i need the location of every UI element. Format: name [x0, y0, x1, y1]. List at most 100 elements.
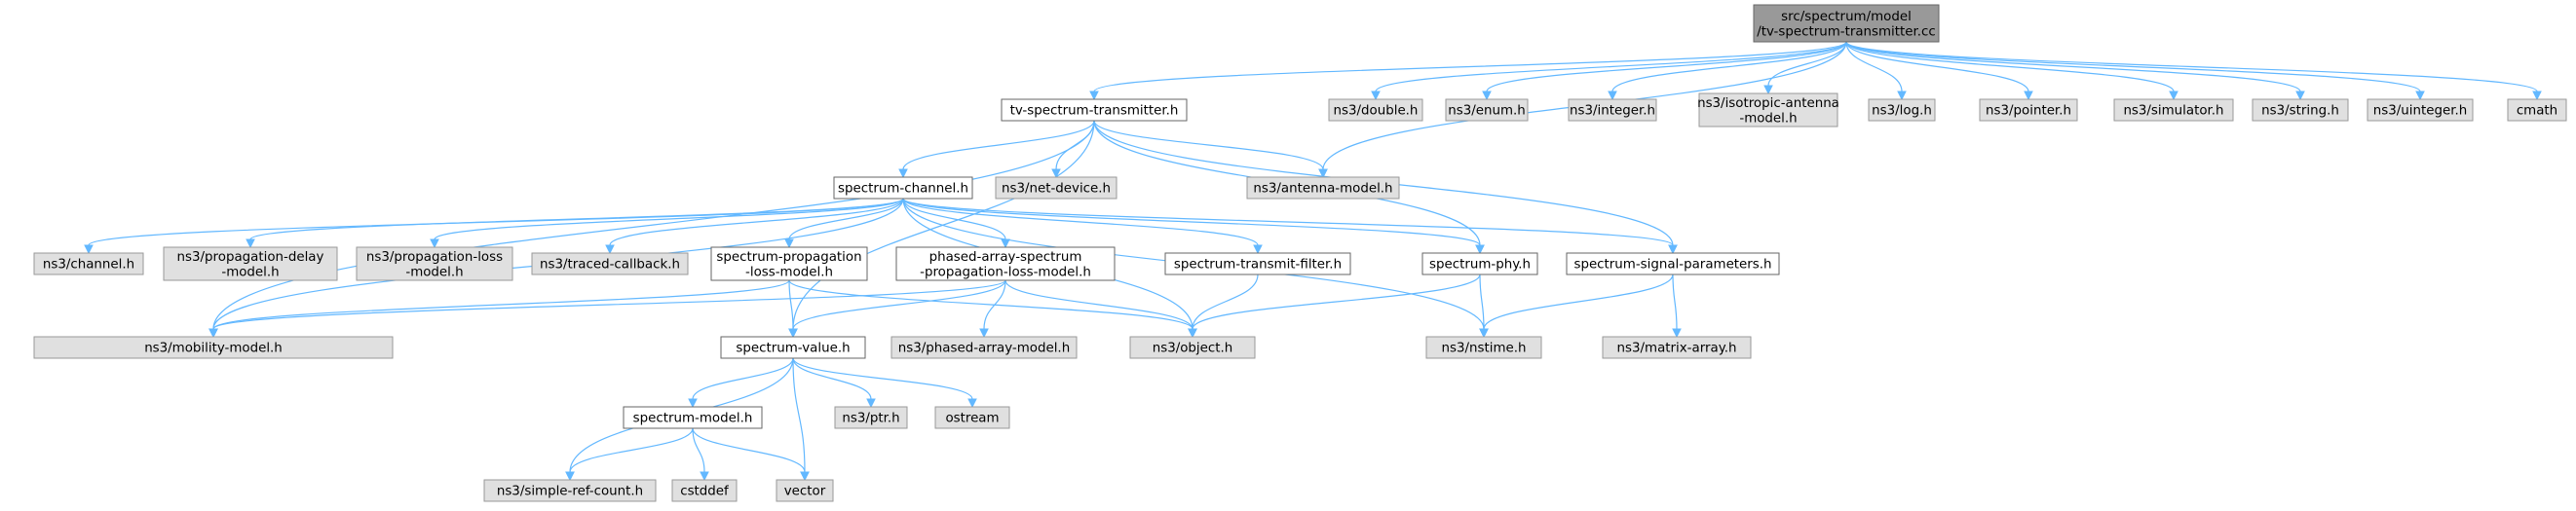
node-string[interactable]: ns3/string.h [2252, 98, 2349, 122]
include-edge-root-uinteger [1845, 41, 2425, 101]
node-sigparams[interactable]: spectrum-signal-parameters.h [1566, 252, 1780, 275]
node-tvh[interactable]: tv-spectrum-transmitter.h [1001, 98, 1188, 122]
node-mobility[interactable]: ns3/mobility-model.h [33, 336, 394, 359]
node-label: /tv-spectrum-transmitter.cc [1757, 24, 1936, 39]
include-edge-value-ostream [792, 357, 977, 409]
node-label: ns3/propagation-delay [177, 250, 324, 265]
arrowhead-icon [866, 398, 876, 409]
node-simulator[interactable]: ns3/simulator.h [2113, 98, 2234, 122]
node-simpleref[interactable]: ns3/simple-ref-count.h [483, 479, 657, 502]
node-label: ns3/phased-array-model.h [898, 342, 1070, 356]
edge-line [212, 279, 790, 330]
node-antenna[interactable]: ns3/antenna-model.h [1246, 176, 1400, 200]
arrowhead-icon [979, 328, 989, 339]
node-enum[interactable]: ns3/enum.h [1445, 98, 1529, 122]
include-edge-tvh-antenna [1093, 120, 1328, 179]
arrowhead-icon [1763, 85, 1773, 95]
node-model[interactable]: spectrum-model.h [623, 406, 763, 429]
node-box [1328, 98, 1423, 122]
node-label: ns3/matrix-array.h [1617, 342, 1737, 356]
arrowhead-icon [1897, 91, 1907, 101]
edge-line [1767, 41, 1847, 87]
node-box [2113, 98, 2234, 122]
node-box [356, 246, 513, 281]
node-box [2507, 98, 2567, 122]
edge-line [1192, 274, 1481, 330]
arrowhead-icon [1608, 91, 1617, 101]
node-label: -model.h [405, 265, 463, 279]
node-traced[interactable]: ns3/traced-callback.h [531, 252, 689, 275]
node-uinteger[interactable]: ns3/uinteger.h [2367, 98, 2474, 122]
node-phy[interactable]: spectrum-phy.h [1421, 252, 1538, 275]
node-box [1425, 336, 1542, 359]
node-isotropic[interactable]: ns3/isotropic-antenna-model.h [1697, 92, 1839, 128]
node-vector[interactable]: vector [776, 479, 834, 502]
node-nstime[interactable]: ns3/nstime.h [1425, 336, 1542, 359]
node-label: -propagation-loss-model.h [920, 265, 1091, 279]
arrowhead-icon [700, 471, 709, 482]
node-label: ns3/object.h [1153, 342, 1233, 356]
edge-line [609, 198, 904, 246]
edge-line [902, 198, 1481, 246]
node-object[interactable]: ns3/object.h [1129, 336, 1256, 359]
node-box [1566, 252, 1780, 275]
node-label: ns3/enum.h [1448, 104, 1526, 119]
arrowhead-icon [898, 168, 908, 179]
include-edge-root-isotropic [1763, 41, 1847, 95]
node-label: ns3/propagation-loss [366, 250, 503, 265]
node-label: spectrum-channel.h [838, 182, 968, 197]
arrowhead-icon [1479, 328, 1489, 339]
include-edge-sigparams-nstime [1479, 274, 1674, 339]
node-filter[interactable]: spectrum-transmit-filter.h [1164, 252, 1351, 275]
node-propdelay[interactable]: ns3/propagation-delay-model.h [163, 246, 338, 281]
node-phasedmodel[interactable]: ns3/phased-array-model.h [890, 336, 1078, 359]
edge-line [1479, 274, 1485, 330]
node-pointer[interactable]: ns3/pointer.h [1979, 98, 2078, 122]
include-edge-model-simpleref [565, 427, 694, 482]
include-edge-paloss-object [1004, 279, 1197, 339]
node-label: src/spectrum/model [1781, 10, 1912, 24]
node-netdev[interactable]: ns3/net-device.h [995, 176, 1118, 200]
edge-line [1672, 274, 1678, 330]
include-edge-root-tvh [1089, 41, 1847, 101]
node-cstddef[interactable]: cstddef [671, 479, 738, 502]
arrowhead-icon [1001, 238, 1010, 249]
node-chanh[interactable]: spectrum-channel.h [833, 176, 973, 200]
node-cmath[interactable]: cmath [2507, 98, 2567, 122]
node-label: ns3/isotropic-antenna [1697, 96, 1839, 111]
node-log[interactable]: ns3/log.h [1868, 98, 1936, 122]
edge-line [692, 427, 705, 473]
include-edge-filter-object [1188, 274, 1259, 339]
arrowhead-icon [1253, 244, 1263, 255]
edge-line [792, 357, 973, 400]
node-label: spectrum-phy.h [1429, 258, 1531, 273]
include-edge-root-string [1845, 41, 2305, 101]
arrowhead-icon [2024, 91, 2033, 101]
node-label: ns3/pointer.h [1986, 104, 2071, 119]
include-edge-root-pointer [1845, 41, 2033, 101]
node-double[interactable]: ns3/double.h [1328, 98, 1423, 122]
node-paloss[interactable]: phased-array-spectrum-propagation-loss-m… [895, 246, 1116, 281]
node-root[interactable]: src/spectrum/model/tv-spectrum-transmitt… [1753, 4, 1940, 43]
node-box [1246, 176, 1400, 200]
node-box [934, 406, 1010, 429]
include-edge-chanh-sigparams [902, 198, 1678, 255]
node-box [895, 246, 1116, 281]
node-ptr[interactable]: ns3/ptr.h [834, 406, 908, 429]
node-integer[interactable]: ns3/integer.h [1568, 98, 1657, 122]
arrowhead-icon [1371, 91, 1381, 101]
node-matrix[interactable]: ns3/matrix-array.h [1602, 336, 1752, 359]
arrowhead-icon [1668, 244, 1678, 255]
node-box [1868, 98, 1936, 122]
arrowhead-icon [688, 398, 698, 409]
edge-line [792, 357, 806, 473]
node-ns3chan[interactable]: ns3/channel.h [33, 252, 144, 275]
node-sploss[interactable]: spectrum-propagation-loss-model.h [710, 246, 868, 281]
edge-line [1004, 279, 1193, 330]
node-ostream[interactable]: ostream [934, 406, 1010, 429]
node-label: ns3/simulator.h [2123, 104, 2223, 119]
node-proploss[interactable]: ns3/propagation-loss-model.h [356, 246, 513, 281]
include-edge-root-log [1845, 41, 1907, 101]
node-value[interactable]: spectrum-value.h [720, 336, 866, 359]
node-label: ns3/log.h [1872, 104, 1932, 119]
